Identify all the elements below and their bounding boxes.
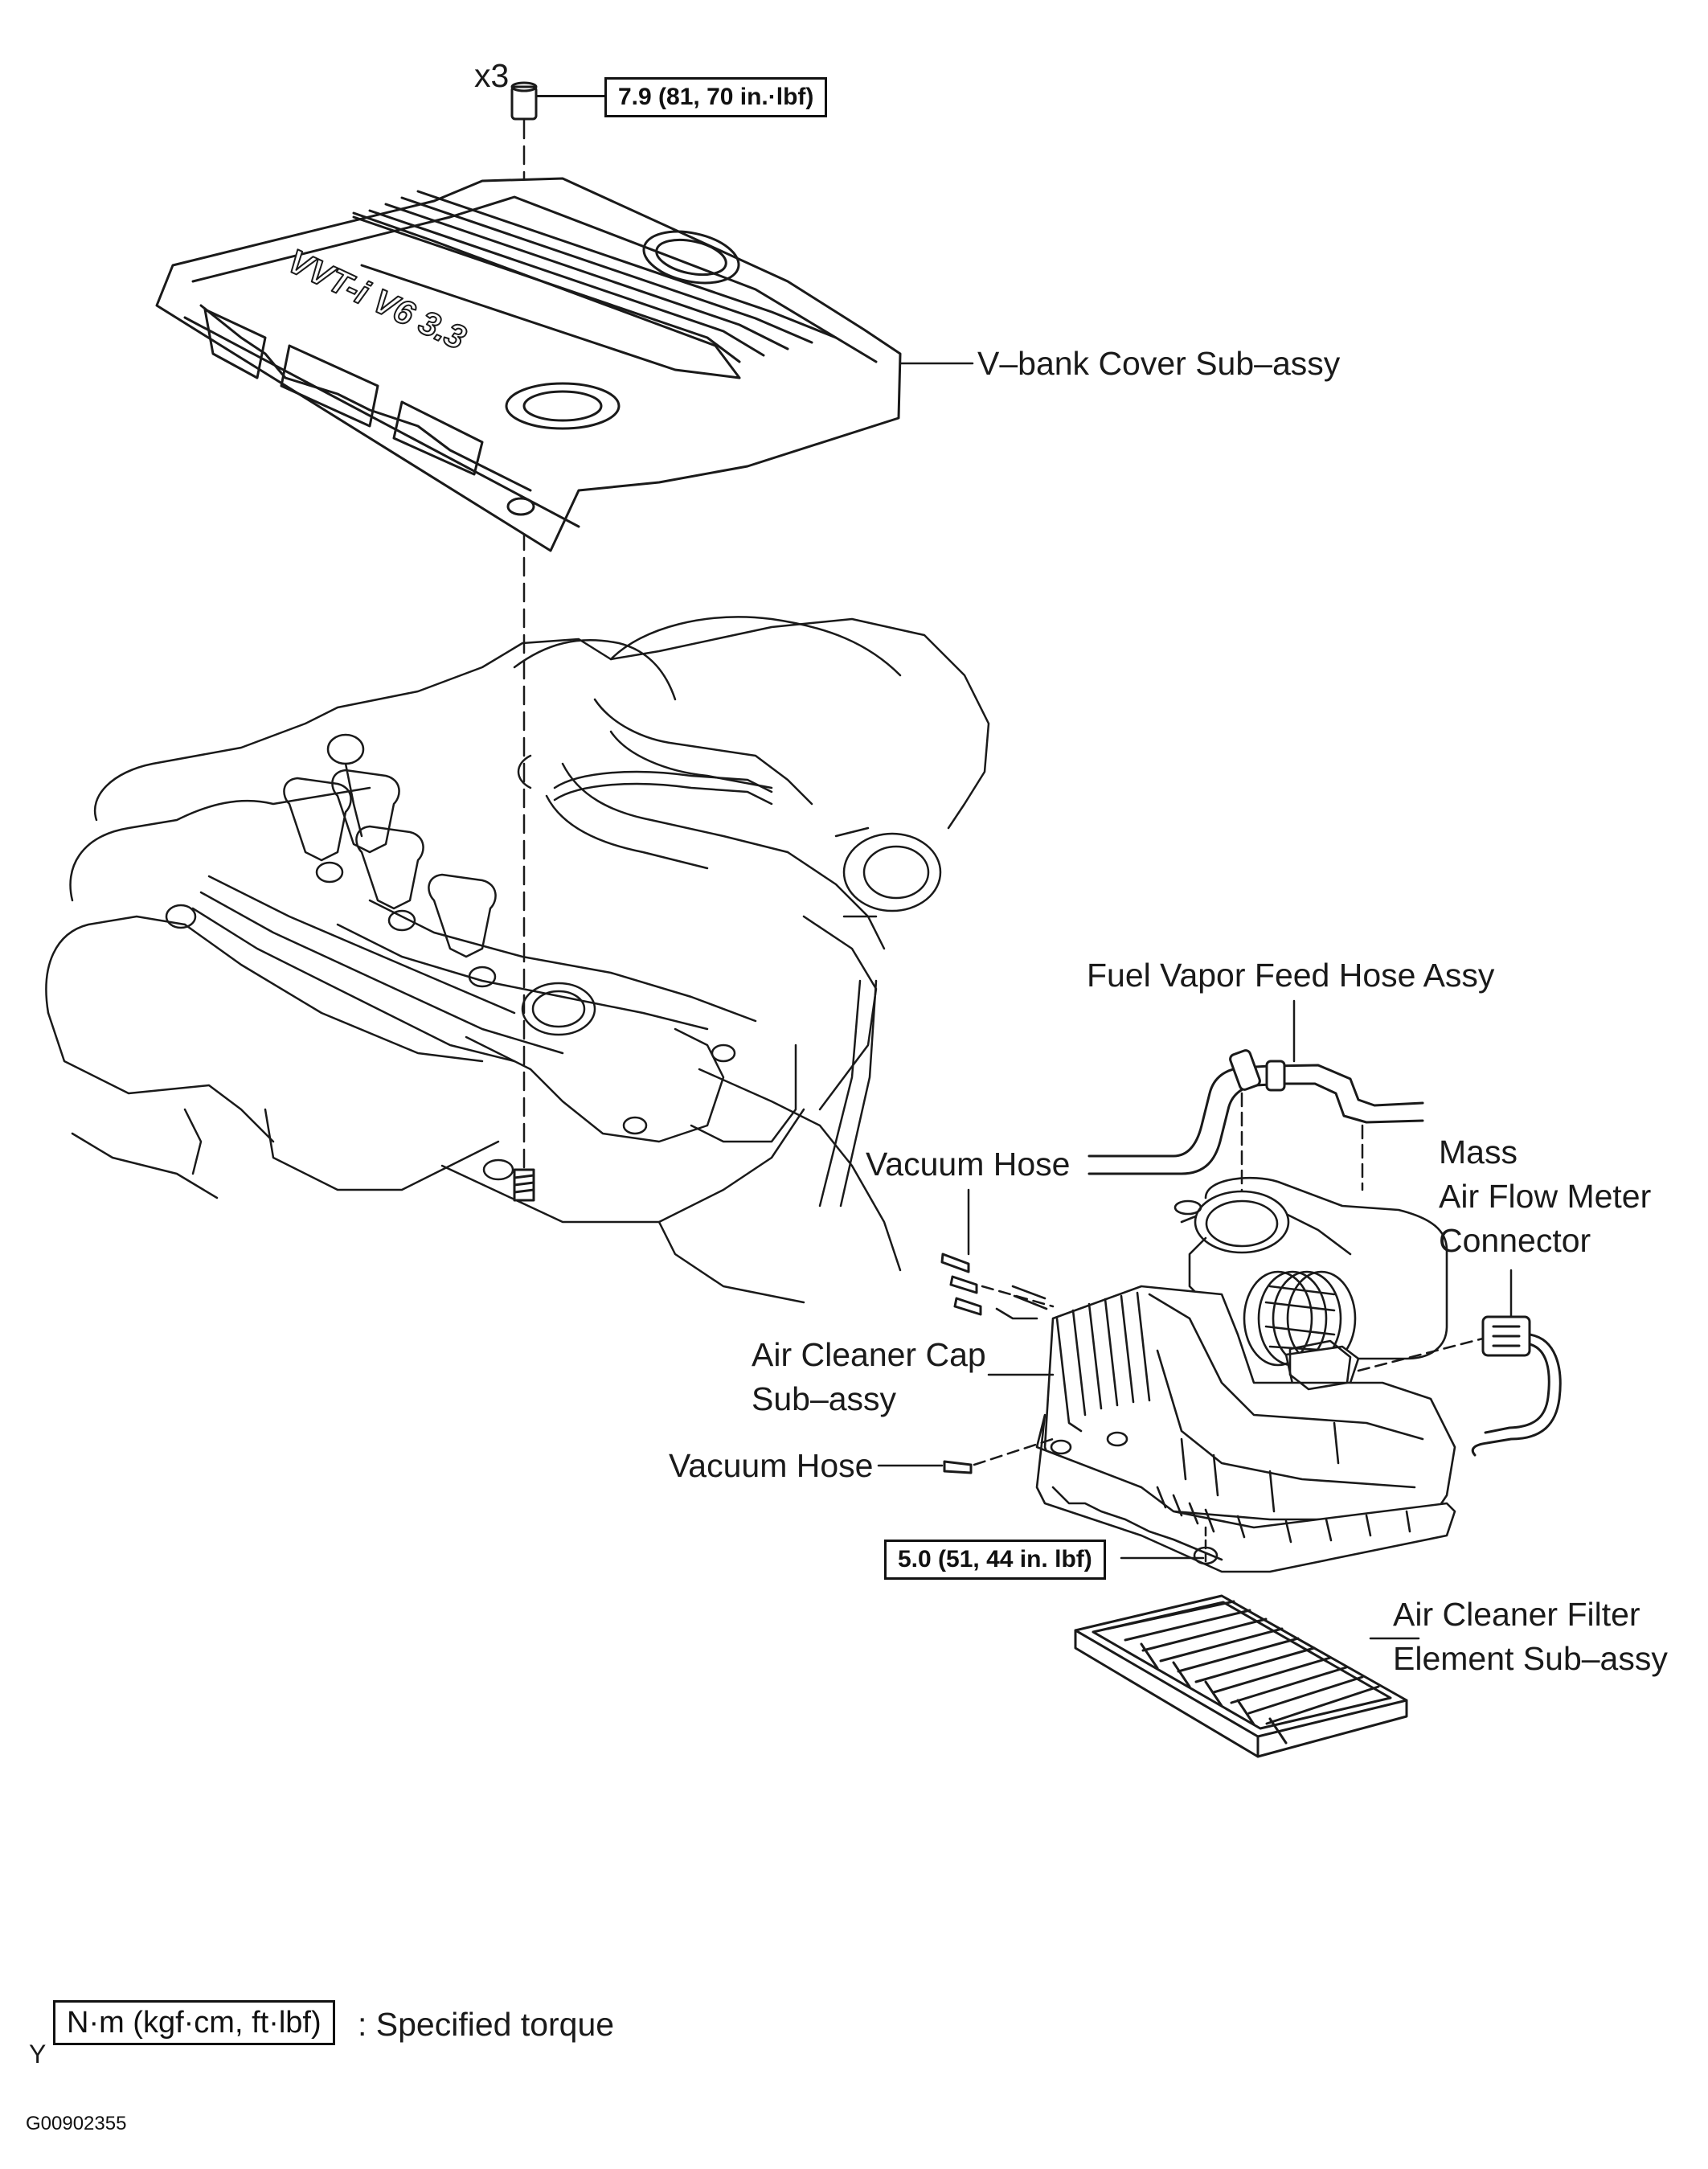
vbank-cover	[155, 177, 902, 552]
filter-label-line1: Air Cleaner Filter	[1393, 1596, 1640, 1633]
alignment-line-vacuum-upper	[981, 1285, 1055, 1308]
vacuum-hose-upper	[940, 1253, 982, 1316]
engine-stud	[513, 1168, 535, 1202]
alignment-line-vacuum-lower	[973, 1437, 1055, 1466]
maf-label-line1: Mass	[1439, 1134, 1518, 1171]
filter-label-line2: Element Sub–assy	[1393, 1640, 1668, 1677]
vacuum-hose-lower-label: Vacuum Hose	[669, 1447, 874, 1484]
maf-label-line3: Connector	[1439, 1222, 1591, 1259]
fuel-vapor-hose-label: Fuel Vapor Feed Hose Assy	[1087, 957, 1495, 994]
legend-marker: Y	[29, 2040, 47, 2069]
figure-code: G00902355	[26, 2113, 127, 2134]
air-cleaner-cap-label-line1: Air Cleaner Cap	[752, 1336, 986, 1373]
legend-description: : Specified torque	[358, 2006, 615, 2043]
engine-assembly	[45, 616, 990, 1304]
maf-label-line2: Air Flow Meter	[1439, 1178, 1652, 1215]
leader-torque-top	[537, 95, 604, 97]
alignment-line-maf	[1357, 1337, 1485, 1372]
vacuum-hose-upper-label: Vacuum Hose	[866, 1146, 1071, 1183]
cover-nut	[510, 81, 538, 121]
legend-unit-box: N·m (kgf·cm, ft·lbf)	[53, 2000, 335, 2045]
quantity-label: x3	[474, 57, 510, 94]
torque-box-air-cleaner: 5.0 (51, 44 in. lbf)	[884, 1540, 1106, 1580]
vacuum-hose-lower	[943, 1460, 973, 1474]
filter-element	[1074, 1594, 1408, 1758]
air-cleaner-cap-label-line2: Sub–assy	[752, 1380, 897, 1417]
maf-connector	[1471, 1315, 1562, 1457]
air-cleaner-assembly	[995, 1176, 1456, 1573]
vbank-cover-label: V–bank Cover Sub–assy	[977, 345, 1341, 382]
torque-box-cover: 7.9 (81, 70 in.·lbf)	[604, 77, 828, 117]
fuel-vapor-hose	[1087, 1049, 1424, 1175]
